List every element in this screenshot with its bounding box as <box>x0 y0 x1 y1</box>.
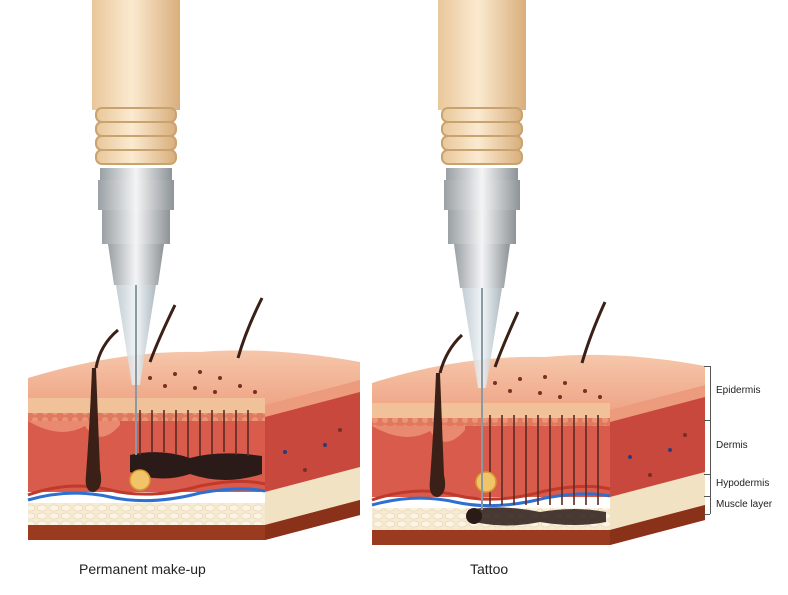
caption-tattoo: Tattoo <box>470 561 508 577</box>
label-dermis: Dermis <box>716 440 748 451</box>
layer-bracket <box>710 366 711 514</box>
label-hypodermis: Hypodermis <box>716 478 769 489</box>
label-muscle-layer: Muscle layer <box>716 499 772 510</box>
caption-permanent-makeup: Permanent make-up <box>79 561 206 577</box>
muscle-front <box>28 525 265 540</box>
label-epidermis: Epidermis <box>716 385 760 396</box>
muscle-front <box>372 530 610 545</box>
hypodermis-front <box>28 503 265 525</box>
tattoo-panel <box>372 0 705 545</box>
permanent-makeup-panel <box>28 0 360 540</box>
